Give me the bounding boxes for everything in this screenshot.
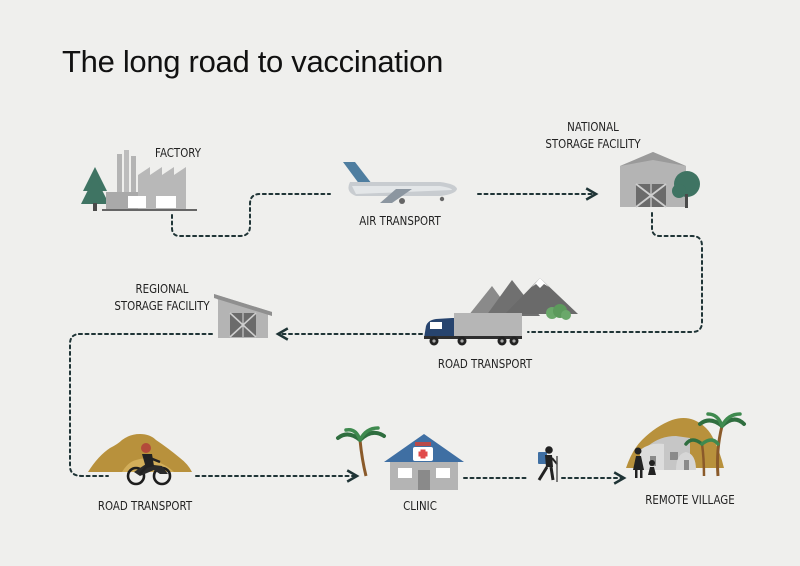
palm-tree-icon	[336, 426, 386, 477]
road-transport-moto-label: ROAD TRANSPORT	[97, 498, 193, 513]
mountains-icon	[468, 278, 578, 320]
factory-label: FACTORY	[154, 145, 201, 160]
route-factory-to-air	[171, 193, 331, 237]
warehouse-icon	[620, 152, 700, 208]
clinic-icon	[384, 434, 464, 490]
remote-village-label: REMOTE VILLAGE	[645, 492, 735, 507]
airplane-icon	[343, 162, 457, 204]
page-title: The long road to vaccination	[62, 44, 444, 79]
hiker-icon	[537, 446, 558, 482]
palm-tree-icon	[684, 412, 746, 477]
motorcycle-icon	[88, 434, 192, 486]
route-path	[69, 187, 703, 485]
regional-storage-label: REGIONAL STORAGE FACILITY	[114, 281, 210, 313]
truck-icon	[424, 313, 522, 346]
route-national-to-truck	[527, 212, 703, 333]
national-storage-label: NATIONAL STORAGE FACILITY	[545, 119, 641, 151]
road-transport-truck-label: ROAD TRANSPORT	[437, 356, 533, 371]
air-transport-label: AIR TRANSPORT	[359, 213, 441, 228]
route-regional-to-moto	[69, 333, 213, 477]
shed-icon	[214, 294, 272, 338]
village-icon	[626, 418, 724, 478]
clinic-label: CLINIC	[403, 498, 437, 513]
factory-icon	[81, 150, 197, 211]
